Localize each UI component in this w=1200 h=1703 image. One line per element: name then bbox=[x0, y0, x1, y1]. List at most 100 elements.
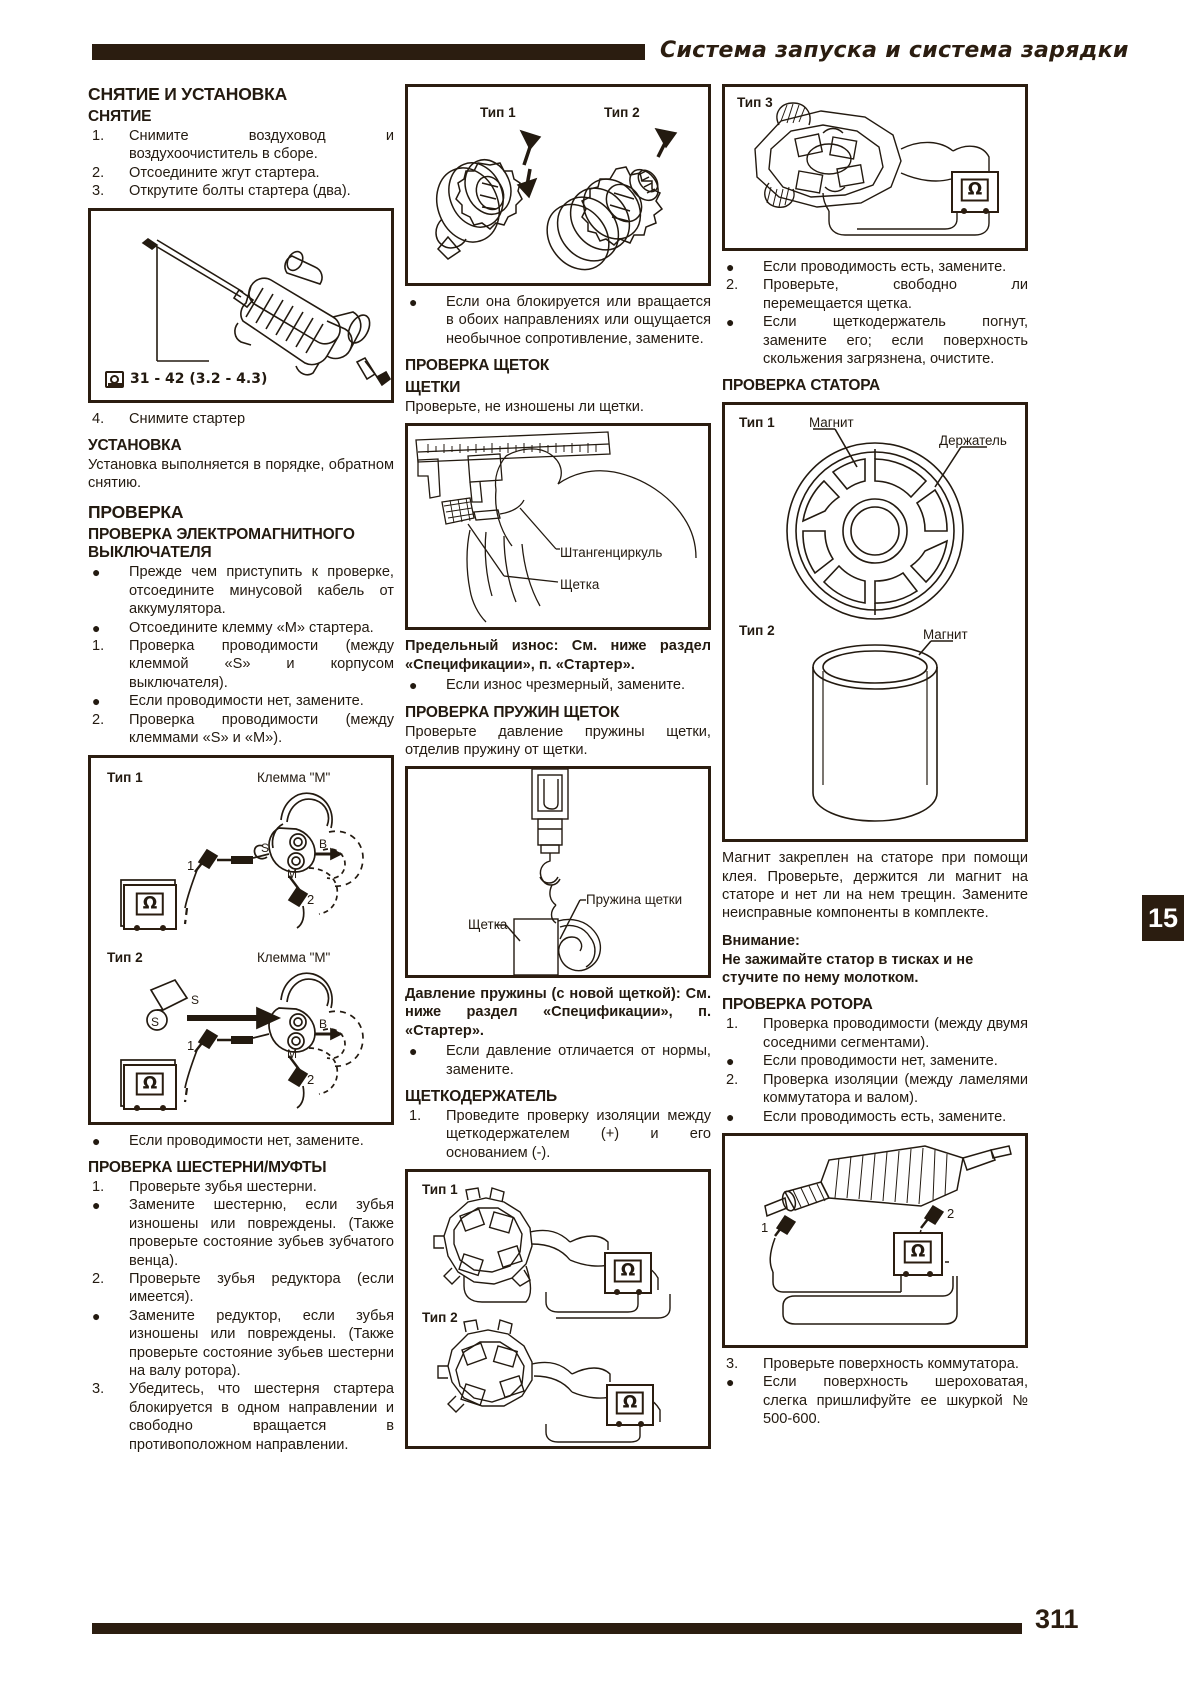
label-type-2: Тип 2 bbox=[604, 105, 640, 120]
list-marker: ● bbox=[92, 1307, 101, 1324]
list-item: 2. Проверка проводимости (между клеммами … bbox=[88, 711, 394, 748]
torque-wrench-icon bbox=[105, 370, 124, 388]
heading-check-solenoid: ПРОВЕРКА ЭЛЕКТРОМАГНИТНОГО ВЫКЛЮЧАТЕЛЯ bbox=[88, 526, 355, 562]
label-type-1: Тип 1 bbox=[739, 415, 775, 431]
installation-text: Установка выполняется в порядке, обратно… bbox=[88, 457, 394, 492]
list-text: Отсоедините клемму «M» стартера. bbox=[129, 619, 374, 636]
list-marker: 2. bbox=[92, 711, 105, 728]
label-caliper: Штангенциркуль bbox=[560, 545, 663, 561]
list-marker: 4. bbox=[92, 410, 105, 427]
spring-scale-drawing bbox=[496, 769, 601, 976]
list-text: Если износ чрезмерный, замените. bbox=[446, 677, 686, 694]
list-item: 1.Проверьте зубья шестерни. bbox=[88, 1178, 394, 1196]
list-item: 3.Открутите болты стартера (два). bbox=[88, 182, 394, 200]
list-text: Снимите воздуховод и воздухоочиститель в… bbox=[129, 128, 394, 163]
svg-text:S: S bbox=[191, 993, 199, 1007]
label-brush: Щетка bbox=[468, 917, 508, 933]
svg-text:2: 2 bbox=[947, 1206, 954, 1221]
list-item: ●Если проводимости нет, замените. bbox=[88, 1132, 394, 1150]
wear-limit-text: Предельный износ: См. ниже раздел «Специ… bbox=[405, 638, 711, 673]
list-text: Проверка изоляции (между ламелями коммут… bbox=[763, 1071, 1028, 1107]
heading-installation: УСТАНОВКА bbox=[88, 437, 182, 455]
list-item: ●Отсоедините клемму «M» стартера. bbox=[88, 619, 394, 637]
list-text: Если давление отличается от нормы, замен… bbox=[446, 1043, 711, 1078]
caliper-brush-drawing bbox=[415, 431, 697, 623]
list-marker: 1. bbox=[92, 638, 105, 655]
list-marker: ● bbox=[726, 1374, 735, 1391]
list-text: Открутите болты стартера (два). bbox=[129, 183, 351, 200]
footer-rule bbox=[92, 1623, 1022, 1634]
label-brush: Щетка bbox=[560, 577, 600, 593]
list-item: 2.Отсоедините жгут стартера. bbox=[88, 164, 394, 182]
label-terminal-m-type2: Клемма "M" bbox=[257, 949, 331, 965]
heading-check-brushes: ПРОВЕРКА ЩЕТОК bbox=[405, 357, 550, 375]
list-marker: ● bbox=[726, 259, 735, 275]
list-text: Замените редуктор, если зубья изношены и… bbox=[129, 1307, 394, 1379]
list-item: 4. Снимите стартер bbox=[88, 410, 394, 428]
holder-steps-list: ●Если проводимость есть, замените. 2.Про… bbox=[722, 258, 1028, 368]
list-item: ●Если износ чрезмерный, замените. bbox=[405, 676, 711, 694]
label-terminal-m-type1: Клемма "M" bbox=[257, 769, 331, 785]
list-text: Если она блокируется или вращается в обо… bbox=[446, 294, 711, 347]
rotor-steps-end-list: 3.Проверьте поверхность коммутатора. ●Ес… bbox=[722, 1355, 1028, 1429]
meter-terminal-dot bbox=[983, 208, 989, 214]
chapter-tab: 15 bbox=[1142, 895, 1184, 941]
list-marker: ● bbox=[726, 314, 735, 331]
list-text: Проверка проводимости (между клеммами «S… bbox=[129, 711, 394, 747]
svg-text:2: 2 bbox=[307, 1072, 314, 1087]
list-item: 2.Проверьте зубья редуктора (если имеетс… bbox=[88, 1270, 394, 1307]
ohmmeter-holder-type1: Ω bbox=[604, 1252, 652, 1296]
meter-terminal-dot bbox=[927, 1270, 933, 1277]
stator-drawing bbox=[786, 428, 987, 823]
meter-terminal-dot bbox=[134, 1104, 140, 1111]
list-item: 3.Проверьте поверхность коммутатора. bbox=[722, 1355, 1028, 1373]
label-type-1: Тип 1 bbox=[422, 1182, 458, 1198]
list-text: Отсоедините жгут стартера. bbox=[129, 164, 320, 181]
heading-check: ПРОВЕРКА bbox=[88, 502, 184, 523]
pinion-after-figure: ● Если она блокируется или вращается в об… bbox=[405, 293, 711, 348]
figure-rotor-test: 1 2 Ω bbox=[722, 1132, 1028, 1348]
heading-check-brush-springs: ПРОВЕРКА ПРУЖИН ЩЕТОК bbox=[405, 703, 620, 721]
list-item: ●Если поверхность шероховатая, слегка пр… bbox=[722, 1373, 1028, 1428]
list-item: ●Если проводимости нет, замените. bbox=[722, 1052, 1028, 1070]
list-text: Снимите стартер bbox=[129, 410, 246, 427]
ohm-symbol: Ω bbox=[613, 1259, 643, 1283]
list-text: Если проводимость есть, замените. bbox=[763, 1108, 1007, 1125]
heading-brushes: ЩЕТКИ bbox=[405, 379, 461, 397]
list-item: ● Если она блокируется или вращается в об… bbox=[405, 293, 711, 348]
svg-text:1: 1 bbox=[761, 1220, 768, 1235]
list-marker: 3. bbox=[726, 1355, 739, 1372]
list-item: 1.Проверка проводимости (между двумя сос… bbox=[722, 1015, 1028, 1052]
list-text: Если проводимости нет, замените. bbox=[763, 1053, 998, 1070]
brush-holder-type3-drawing bbox=[754, 102, 990, 236]
list-item: ● Если давление отличается от нормы, заме… bbox=[405, 1042, 711, 1079]
label-magnet-type2: Магнит bbox=[923, 627, 968, 643]
ohmmeter-holder-type3: Ω bbox=[951, 171, 999, 214]
heading-check-gear-clutch: ПРОВЕРКА ШЕСТЕРНИ/МУФТЫ bbox=[88, 1158, 327, 1176]
label-type-3: Тип 3 bbox=[737, 95, 773, 110]
left-column: СНЯТИЕ И УСТАНОВКА СНЯТИЕ 1.Снимите возд… bbox=[88, 84, 394, 1454]
meter-terminal-dot bbox=[638, 1421, 644, 1428]
list-marker: ● bbox=[409, 294, 418, 310]
ohmmeter-type2: Ω bbox=[123, 1063, 177, 1111]
list-marker: ● bbox=[409, 1043, 418, 1060]
heading-brush-holder: ЩЕТКОДЕРЖАТЕЛЬ bbox=[405, 1088, 557, 1106]
ohm-symbol: Ω bbox=[135, 1072, 165, 1096]
list-text: Проверка проводимости (между двумя сосед… bbox=[763, 1016, 1028, 1051]
list-item: 2.Проверьте, свободно ли перемещается ще… bbox=[722, 276, 1028, 313]
rotor-armature-drawing: 1 2 bbox=[761, 1145, 1012, 1325]
list-marker: ● bbox=[92, 693, 101, 710]
list-item: ● Замените редуктор, если зубья изношены … bbox=[88, 1307, 394, 1381]
ohmmeter-rotor: Ω bbox=[893, 1231, 943, 1277]
heading-removal-installation: СНЯТИЕ И УСТАНОВКА bbox=[88, 84, 288, 104]
svg-text:M: M bbox=[287, 1047, 297, 1061]
list-text: Убедитесь, что шестерня стартера блокиру… bbox=[129, 1381, 394, 1453]
svg-text:2: 2 bbox=[307, 892, 314, 907]
gear-steps-list: 1.Проверьте зубья шестерни. ●Замените ше… bbox=[88, 1178, 394, 1454]
label-type-1: Тип 1 bbox=[480, 105, 516, 120]
list-text: Если щеткодержатель погнут, замените его… bbox=[763, 314, 1028, 368]
list-text: Проверьте, свободно ли перемещается щетк… bbox=[763, 277, 1028, 312]
solenoid-after-figure: ●Если проводимости нет, замените. bbox=[88, 1132, 394, 1150]
list-item: ● Если щеткодержатель погнут, замените ег… bbox=[722, 313, 1028, 368]
removal-step-4: 4. Снимите стартер bbox=[88, 410, 394, 428]
